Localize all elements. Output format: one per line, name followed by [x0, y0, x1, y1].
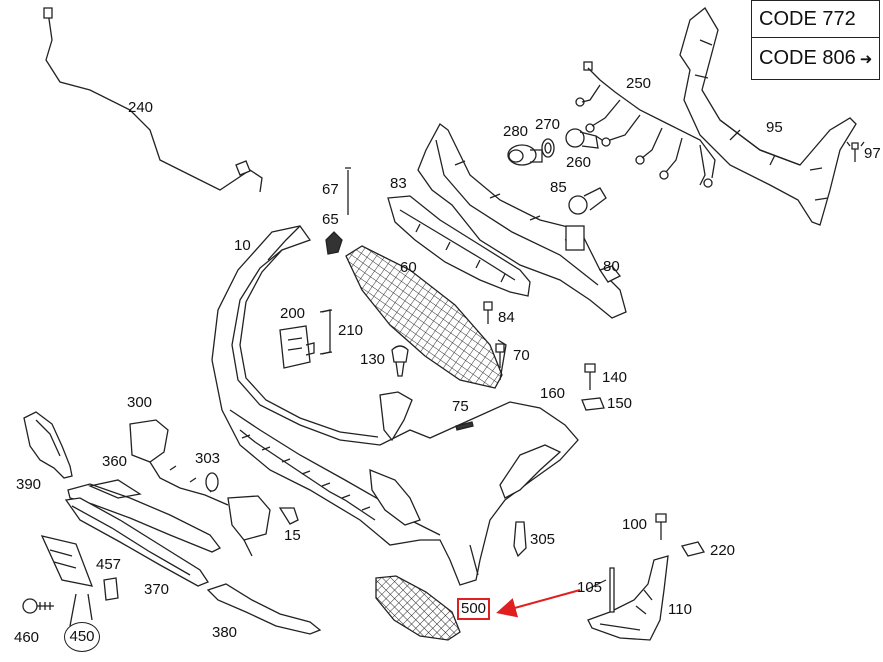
- label-380: 380: [212, 624, 238, 641]
- part-450-license-plate-bracket: [40, 535, 94, 627]
- label-390: 390: [16, 476, 42, 493]
- label-220: 220: [710, 542, 736, 559]
- label-240: 240: [128, 99, 154, 116]
- part-83-absorber: [387, 195, 531, 297]
- part-280-sensor: [507, 144, 543, 166]
- part-500-grille-insert: [375, 575, 461, 641]
- label-305: 305: [530, 531, 556, 548]
- part-97-screw: [846, 141, 865, 162]
- label-97: 97: [864, 145, 881, 162]
- label-370: 370: [144, 581, 170, 598]
- part-80-bumper-carrier: [417, 123, 627, 319]
- label-303: 303: [195, 450, 221, 467]
- part-67-rod: [345, 167, 351, 215]
- label-10: 10: [234, 237, 251, 254]
- label-130: 130: [360, 351, 386, 368]
- label-15: 15: [284, 527, 301, 544]
- label-95: 95: [766, 119, 783, 136]
- label-300: 300: [127, 394, 153, 411]
- label-360: 360: [102, 453, 128, 470]
- part-305-bracket: [513, 521, 527, 558]
- part-15-clip: [278, 507, 299, 525]
- label-500-highlighted[interactable]: 500: [457, 598, 491, 620]
- code-806-box[interactable]: CODE 806 ➜: [751, 38, 880, 80]
- label-100: 100: [622, 516, 648, 533]
- part-110-mount: [587, 555, 669, 641]
- part-270-ring: [541, 138, 555, 158]
- highlight-arrow: [496, 589, 581, 618]
- part-60-grille: [345, 245, 507, 389]
- part-10-bumper-cover: [211, 225, 579, 586]
- label-65: 65: [322, 211, 339, 228]
- label-280: 280: [503, 123, 529, 140]
- label-105: 105: [577, 579, 603, 596]
- part-300-sensor-bracket: [129, 419, 271, 557]
- label-460: 460: [14, 629, 40, 646]
- part-84-screw: [483, 301, 493, 324]
- label-67: 67: [322, 181, 339, 198]
- part-370-spoiler: [64, 497, 209, 587]
- label-140: 140: [602, 369, 628, 386]
- label-110: 110: [668, 601, 692, 618]
- part-105-bolt: [609, 567, 615, 613]
- label-83: 83: [390, 175, 407, 192]
- part-240-wiring-harness: [43, 7, 263, 193]
- code-772-box: CODE 772: [751, 0, 880, 38]
- leader-105: [585, 579, 607, 591]
- arrow-right-icon: ➜: [859, 50, 873, 68]
- part-65-clip: [325, 231, 343, 255]
- part-460-screw: [22, 598, 54, 614]
- label-75: 75: [452, 398, 469, 415]
- label-150: 150: [607, 395, 633, 412]
- label-450-circled: 450: [64, 622, 100, 652]
- label-200: 200: [280, 305, 306, 322]
- part-140-screw: [584, 363, 596, 390]
- part-210-bracket: [319, 309, 333, 355]
- part-75-strip: [455, 421, 474, 431]
- label-160: 160: [540, 385, 566, 402]
- label-84: 84: [498, 309, 515, 326]
- label-250: 250: [626, 75, 652, 92]
- label-260: 260: [566, 154, 592, 171]
- part-260-sensor: [565, 128, 603, 149]
- code-772-text: CODE 772: [759, 7, 856, 30]
- part-200-control-module: [279, 325, 315, 369]
- part-250-sensor-harness: [575, 61, 716, 188]
- label-270: 270: [535, 116, 561, 133]
- label-80: 80: [603, 258, 620, 275]
- part-85-sensor: [568, 187, 607, 215]
- label-210: 210: [338, 322, 364, 339]
- part-130-clip: [391, 345, 409, 377]
- label-60: 60: [400, 259, 417, 276]
- part-95-crash-bracket: [679, 7, 857, 226]
- label-85: 85: [550, 179, 567, 196]
- part-457-clip: [103, 577, 119, 601]
- part-100-screw: [655, 513, 667, 540]
- part-380-trim-strip: [206, 583, 322, 635]
- part-390-wheel-arch-trim: [23, 411, 73, 479]
- part-303-grommet: [205, 472, 219, 492]
- part-150-nut: [581, 397, 605, 411]
- label-457: 457: [96, 556, 122, 573]
- part-220-nut: [680, 541, 706, 557]
- code-806-text: CODE 806: [759, 47, 856, 69]
- part-70-screw: [495, 343, 505, 368]
- label-70: 70: [513, 347, 530, 364]
